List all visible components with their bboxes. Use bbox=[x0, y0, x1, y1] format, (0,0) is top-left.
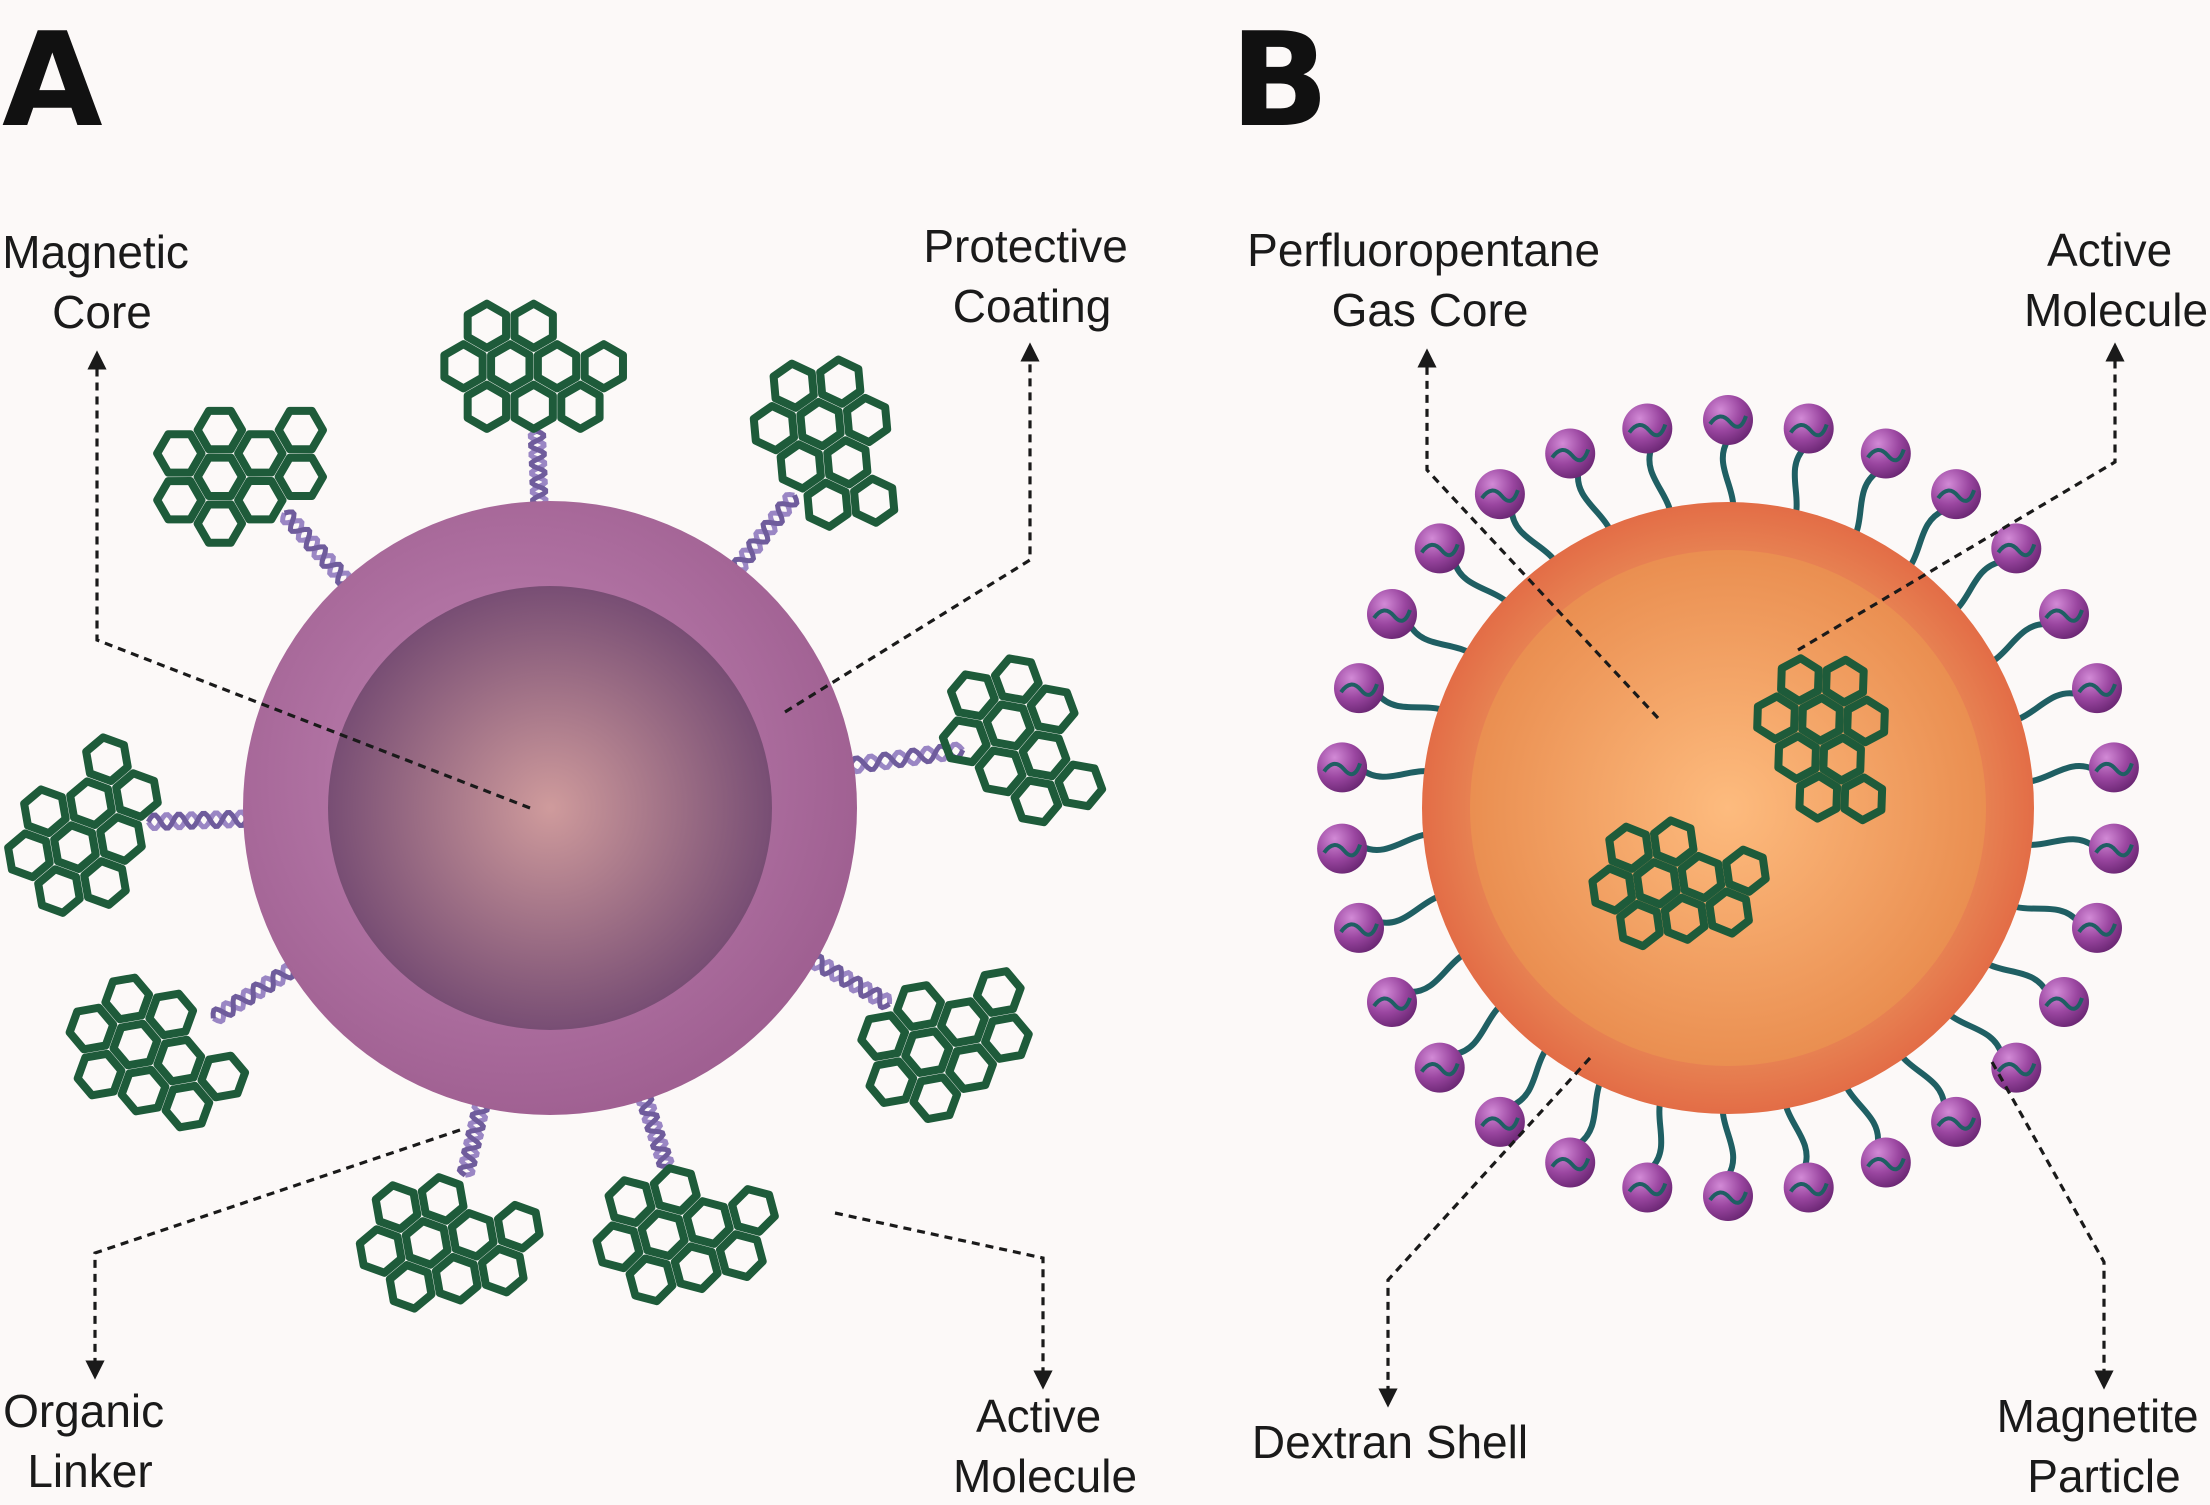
magnetite-particle-10 bbox=[2072, 902, 2122, 953]
magnetite-particle-5 bbox=[1991, 523, 2042, 574]
magnetite-particle-16 bbox=[1703, 1171, 1753, 1221]
magnetite-particle-12 bbox=[1991, 1042, 2042, 1093]
magnetite-particle-label: Magnetite Particle bbox=[1997, 1390, 2210, 1502]
gas-core-sphere bbox=[1470, 550, 1986, 1066]
active-molecule-3 bbox=[749, 355, 899, 531]
magnetite-particle-28 bbox=[1474, 469, 1525, 520]
organic-linker-group bbox=[146, 428, 966, 1178]
magnetite-particle-8 bbox=[2088, 742, 2139, 793]
magnetite-particle-2 bbox=[1783, 403, 1834, 454]
active-molecule-1 bbox=[440, 299, 627, 433]
organic-linker-3 bbox=[731, 491, 800, 573]
organic-linker-label: Organic Linker bbox=[3, 1385, 177, 1497]
magnetite-particle-21 bbox=[1367, 977, 1417, 1027]
magnetite-particle-13 bbox=[1931, 1096, 1982, 1147]
active-molecule-6 bbox=[857, 967, 1033, 1124]
active-molecule-label-b: Active Molecule bbox=[2024, 224, 2208, 336]
magnetite-particle-15 bbox=[1783, 1162, 1834, 1213]
panel-b-microbubble: Perfluoropentane Gas Core Active Molecul… bbox=[1247, 224, 2210, 1502]
panel-letter-a: A bbox=[2, 4, 103, 156]
magnetic-core-sphere bbox=[328, 586, 772, 1030]
organic-linker-2 bbox=[280, 509, 352, 587]
organic-linker-9 bbox=[635, 1093, 675, 1169]
gas-core-label: Perfluoropentane Gas Core bbox=[1247, 224, 1613, 336]
magnetic-core-label: Magnetic Core bbox=[2, 226, 201, 338]
magnetite-particle-26 bbox=[1367, 589, 1417, 639]
protective-coating-leader bbox=[784, 342, 1040, 714]
organic-linker-8 bbox=[456, 1100, 491, 1178]
panel-a-nanoparticle: Magnetic Core Protective Coating Organic… bbox=[2, 220, 1140, 1502]
magnetic-core-leader bbox=[87, 350, 531, 810]
active-molecule-2 bbox=[153, 406, 327, 547]
magnetite-particle-6 bbox=[2039, 589, 2089, 639]
active-molecule-7 bbox=[65, 973, 250, 1132]
magnetite-particle-18 bbox=[1545, 1137, 1596, 1188]
organic-linker-5 bbox=[146, 809, 250, 832]
encapsulated-molecule-group bbox=[1588, 654, 1889, 951]
magnetite-particle-4 bbox=[1931, 469, 1982, 520]
active-molecule-5 bbox=[4, 733, 162, 917]
gas-core-leader bbox=[1417, 348, 1660, 720]
magnetite-particle-7 bbox=[2072, 663, 2122, 714]
encapsulated-molecule-2 bbox=[1588, 816, 1770, 951]
active-molecule-leader-b bbox=[1797, 342, 2125, 652]
magnetite-particle-23 bbox=[1317, 823, 1368, 874]
organic-linker-1 bbox=[527, 428, 549, 508]
magnetite-particle-20 bbox=[1414, 1042, 1465, 1093]
magnetite-particle-29 bbox=[1545, 428, 1596, 479]
magnetite-particle-1 bbox=[1703, 395, 1753, 445]
magnetite-particle-group bbox=[1317, 395, 2139, 1221]
organic-linker-leader bbox=[85, 1128, 461, 1380]
magnetite-particle-11 bbox=[2039, 977, 2089, 1027]
magnetite-particle-19 bbox=[1474, 1096, 1525, 1147]
active-molecule-8 bbox=[355, 1173, 544, 1313]
organic-linker-6 bbox=[809, 953, 893, 1011]
magnetite-particle-25 bbox=[1334, 663, 1384, 714]
magnetite-particle-30 bbox=[1622, 403, 1673, 454]
dextran-shell-leader bbox=[1378, 1056, 1592, 1408]
active-molecule-label-a: Active Molecule bbox=[953, 1390, 1137, 1502]
magnetite-particle-9 bbox=[2088, 823, 2139, 874]
magnetite-particle-22 bbox=[1334, 902, 1384, 953]
magnetite-particle-leader bbox=[1990, 1061, 2114, 1390]
magnetite-particle-3 bbox=[1860, 428, 1911, 479]
panel-letter-b: B bbox=[1230, 4, 1329, 156]
protective-coating-label: Protective Coating bbox=[923, 220, 1140, 332]
organic-linker-7 bbox=[210, 962, 296, 1025]
magnetite-particle-14 bbox=[1860, 1137, 1911, 1188]
active-molecule-4 bbox=[938, 654, 1107, 827]
magnetite-particle-24 bbox=[1317, 742, 1368, 793]
active-molecule-group bbox=[4, 299, 1107, 1313]
active-molecule-9 bbox=[592, 1164, 779, 1306]
magnetite-particle-27 bbox=[1414, 523, 1465, 574]
magnetite-particle-17 bbox=[1622, 1162, 1673, 1213]
encapsulated-molecule-1 bbox=[1753, 654, 1889, 825]
dextran-shell-label: Dextran Shell bbox=[1252, 1416, 1528, 1468]
active-molecule-leader-a bbox=[834, 1211, 1053, 1390]
